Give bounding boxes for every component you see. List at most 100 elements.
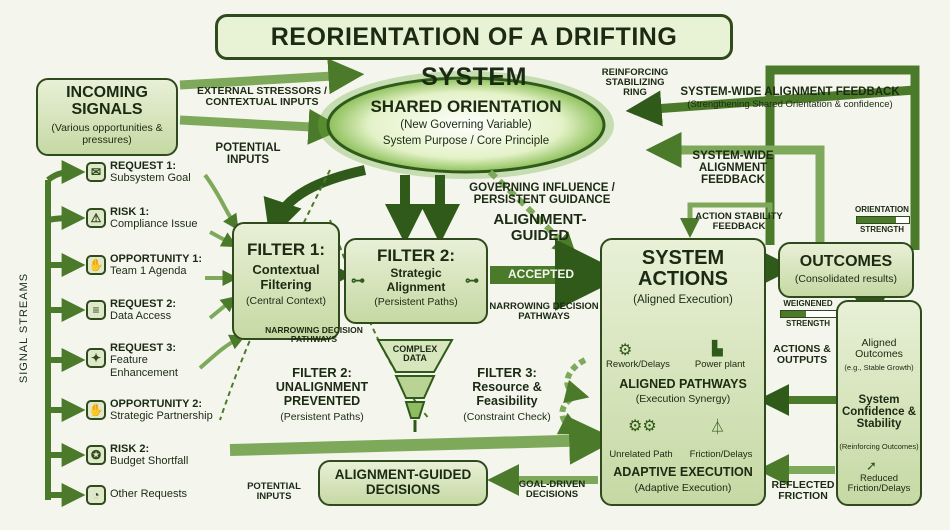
- signal-desc: Subsystem Goal: [110, 172, 191, 185]
- system-actions-box: SYSTEM ACTIONS (Aligned Execution): [600, 238, 766, 506]
- system-feedback-top-title: SYSTEM-WIDE ALIGNMENT FEEDBACK: [680, 86, 900, 98]
- reduced-friction-label: Reduced Friction/Delays: [847, 473, 911, 494]
- outcomes-box: OUTCOMES (Consolidated results): [778, 242, 914, 298]
- incoming-title: INCOMING SIGNALS: [66, 84, 148, 118]
- weighted-strength-bottom: STRENGTH: [786, 319, 830, 328]
- incoming-subtitle: (Various opportunities & pressures): [51, 121, 163, 146]
- signal-item-5: REQUEST 3: Feature Enhancement: [110, 342, 206, 379]
- external-stressors-label: EXTERNAL STRESSORS / CONTEXTUAL INPUTS: [197, 85, 327, 109]
- outcomes-title: OUTCOMES: [799, 253, 893, 270]
- page-title: REORIENTATION OF A DRIFTING SYSTEM: [270, 23, 678, 91]
- signal-title: REQUEST 3:: [110, 342, 177, 354]
- action-stability-label: ACTION STABILITY FEEDBACK: [695, 211, 783, 232]
- signal-item-1: REQUEST 1: Subsystem Goal: [110, 160, 220, 185]
- shared-orientation-ellipse: [326, 76, 606, 174]
- shared-orientation-line1: (New Governing Variable): [400, 119, 532, 131]
- alignment-guided-label: ALIGNMENT-GUIDED: [493, 211, 587, 244]
- weighted-strength-meter: [780, 310, 838, 318]
- power-plant-label: Power plant: [694, 359, 746, 370]
- complex-data-label: COMPLEX DATA: [392, 344, 438, 364]
- reflected-friction-label: REFLECTED FRICTION: [771, 479, 835, 503]
- signal-item-4: REQUEST 2: Data Access: [110, 298, 220, 323]
- filter2-title: FILTER 2:: [376, 246, 456, 265]
- incoming-to-shared-arrow: [179, 108, 345, 145]
- signal-to-filter-arrows: [198, 173, 246, 370]
- bottom-main-arrow: [229, 416, 618, 465]
- signal-desc: Team 1 Agenda: [110, 265, 187, 278]
- unrelated-path-label: Unrelated Path: [609, 449, 673, 460]
- gear-icon: ⚙: [618, 342, 633, 359]
- handshake-icon: ✋: [86, 255, 106, 275]
- aligned-outcomes-title: Aligned Outcomes: [855, 337, 903, 361]
- orientation-strength-fill: [857, 217, 896, 223]
- signal-item-7: RISK 2: Budget Shortfall: [110, 443, 220, 468]
- governing-influence-label: GOVERNING INFLUENCE / PERSISTENT GUIDANC…: [469, 182, 615, 207]
- gears-icon: ⚙⚙: [628, 418, 657, 435]
- aligned-pathways-sub: (Execution Synergy): [635, 393, 731, 405]
- factory-icon: ▙: [712, 340, 723, 356]
- filter2-bottom-title: FILTER 2:: [292, 365, 352, 380]
- shared-orientation-title: SHARED ORIENTATION: [370, 97, 562, 116]
- filter1-line1: Contextual: [252, 262, 320, 277]
- signal-title: RISK 2:: [110, 443, 150, 455]
- signal-stream-tree: [45, 160, 86, 507]
- lightbulb-icon: ✦: [86, 348, 106, 368]
- orientation-strength-bottom: STRENGTH: [860, 225, 904, 234]
- filter2-box: FILTER 2: Strategic Alignment (Persisten…: [344, 238, 488, 324]
- rss-icon: ◔: [86, 485, 106, 505]
- signal-title: OPPORTUNITY 2:: [110, 398, 203, 410]
- aligned-outcomes-sub: (e.g., Stable Growth): [844, 363, 914, 372]
- envelope-icon: ✉: [86, 162, 106, 182]
- document-icon: ≡: [86, 300, 106, 320]
- hierarchy-icon-left: ⊶: [351, 272, 365, 288]
- shared-orientation-line2: System Purpose / Core Principle: [382, 135, 550, 147]
- filter1-line2: Filtering: [260, 277, 312, 292]
- friction-delays-label: Friction/Delays: [689, 449, 753, 460]
- signal-desc: Other Requests: [110, 488, 188, 500]
- alignment-feedback-arrow: [625, 85, 920, 127]
- system-feedback-mid-label: SYSTEM-WIDE ALIGNMENT FEEDBACK: [692, 150, 774, 187]
- filter1-title: FILTER 1:: [246, 240, 326, 259]
- reinforcing-ring-label: REINFORCING STABILIZING RING: [601, 67, 669, 98]
- outer-feedback-loop: [765, 65, 920, 250]
- signal-desc: Data Access: [110, 310, 172, 323]
- goal-driven-label: GOAL-DRIVEN DECISIONS: [518, 479, 586, 500]
- governing-arrows: [263, 165, 577, 257]
- badge-icon: ✪: [86, 445, 106, 465]
- filter1-box: FILTER 1: Contextual Filtering (Central …: [232, 222, 340, 340]
- filter2-bottom-line2: PREVENTED: [283, 394, 361, 408]
- confidence-sub: (Reinforcing Outcomes): [839, 442, 919, 451]
- signal-title: REQUEST 1:: [110, 160, 177, 172]
- signal-title: OPPORTUNITY 1:: [110, 253, 203, 265]
- adaptive-execution-sub: (Adaptive Execution): [634, 482, 732, 494]
- potential-inputs-top-label: POTENTIAL INPUTS: [215, 142, 281, 167]
- weighted-strength-top: WEIGNENED: [783, 299, 833, 308]
- signal-item-6: OPPORTUNITY 2: Strategic Partnership: [110, 398, 240, 423]
- handshake-icon: ✋: [86, 400, 106, 420]
- signal-item-2: RISK 1: Compliance Issue: [110, 206, 220, 231]
- aligned-pathways-title: ALIGNED PATHWAYS: [619, 377, 747, 391]
- outcomes-sub: (Consolidated results): [794, 273, 898, 285]
- rework-label: Rework/Delays: [606, 359, 670, 370]
- filter1-sub: (Central Context): [246, 295, 326, 307]
- mid-feedback-arrow: [645, 132, 825, 245]
- system-feedback-top-subtitle: (Strengthening Shared Orientation & conf…: [687, 99, 893, 110]
- alignment-decisions-box: ALIGNMENT-GUIDED DECISIONS: [318, 460, 488, 506]
- potential-inputs-bottom-label: POTENTIAL INPUTS: [247, 481, 301, 502]
- confidence-box: [836, 300, 922, 506]
- filter2-bottom-sub: (Persistent Paths): [280, 411, 364, 423]
- tower-icon: ⏃: [710, 419, 726, 436]
- growth-arrow-icon: ➚: [866, 458, 877, 473]
- hierarchy-icon-right: ⊶: [465, 272, 479, 288]
- confidence-title: System Confidence & Stability: [841, 394, 917, 431]
- signal-title: RISK 1:: [110, 206, 150, 218]
- adaptive-execution-title: ADAPTIVE EXECUTION: [613, 465, 753, 479]
- accepted-label: ACCEPTED: [507, 267, 574, 281]
- complex-data-funnel: [376, 339, 454, 432]
- weighted-strength-fill: [781, 311, 807, 317]
- signal-streams-label: SIGNAL STREAMS: [18, 272, 30, 384]
- system-actions-sub: (Aligned Execution): [633, 294, 733, 306]
- filter2-sub: (Persistent Paths): [374, 296, 458, 308]
